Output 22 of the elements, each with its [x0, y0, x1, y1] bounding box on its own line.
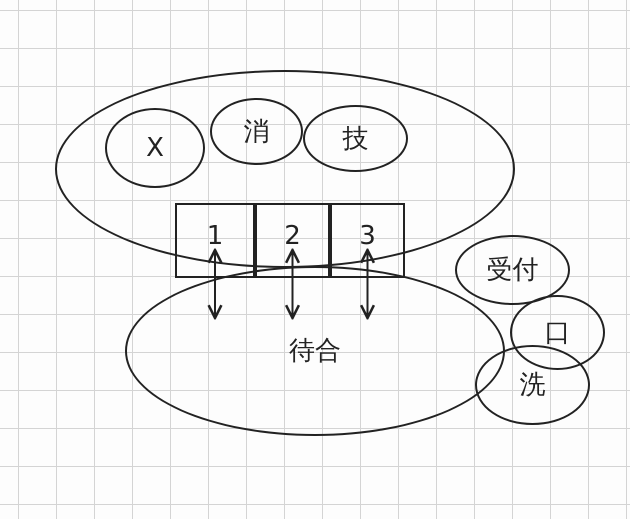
double-arrow: [360, 248, 376, 320]
handwritten-label: 待合: [289, 338, 341, 364]
double-arrow: [284, 248, 300, 320]
table-cell: [175, 203, 255, 278]
handwritten-label: 技: [342, 126, 368, 152]
handwritten-label: X: [146, 135, 164, 161]
double-arrow: [207, 248, 223, 320]
handwritten-label: 1: [206, 223, 224, 253]
ellipse-shape: [475, 345, 590, 425]
ellipse-shape: [303, 105, 408, 172]
handwritten-label: 口: [544, 320, 570, 346]
handwritten-label: 受付: [486, 257, 538, 283]
handwritten-label: 消: [244, 118, 270, 144]
table-cell: [330, 203, 405, 278]
handwritten-label: 3: [359, 223, 376, 253]
ellipse-shape: [455, 235, 570, 305]
handwritten-label: 2: [284, 223, 301, 253]
ellipse-shape: [105, 108, 205, 188]
ellipse-shape: [210, 98, 303, 165]
table-cell: [255, 203, 330, 278]
handwritten-label: 洗: [520, 372, 546, 398]
ellipse-shape: [510, 295, 605, 370]
